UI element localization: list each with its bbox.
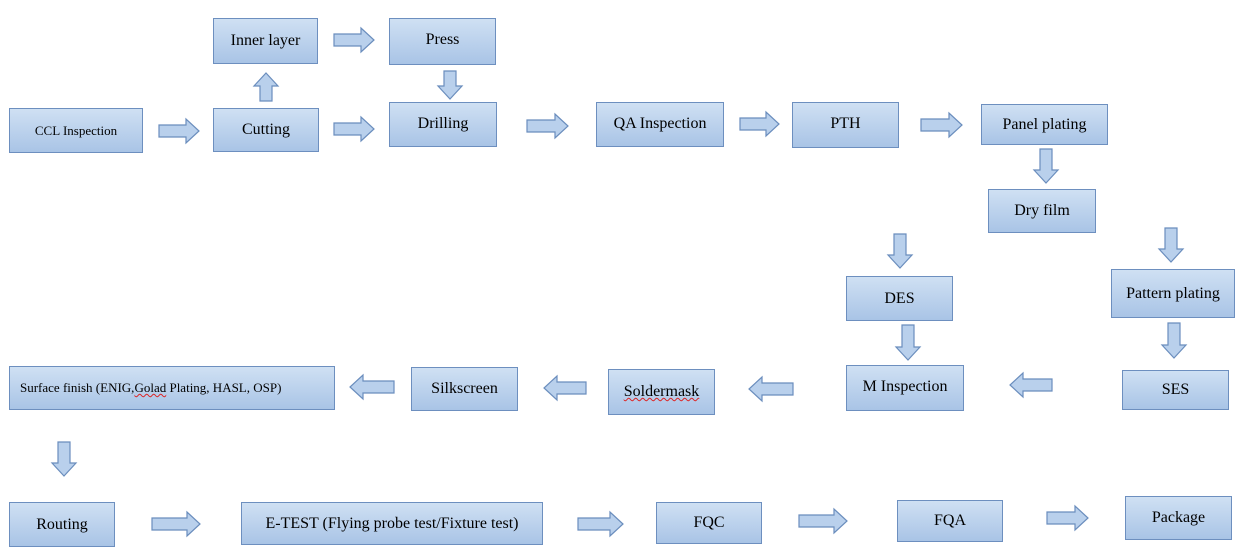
spellcheck-flag: Golad <box>134 380 167 395</box>
arrow-m-inspection-to-soldermask <box>748 375 794 403</box>
arrow-soldermask-to-silkscreen <box>543 374 587 402</box>
node-silkscreen: Silkscreen <box>411 367 518 411</box>
arrow-to-des <box>886 233 914 269</box>
node-package: Package <box>1125 496 1232 540</box>
arrow-drilling-to-qa-inspection <box>526 112 569 140</box>
node-surface-finish: Surface finish (ENIG,Golad Plating, HASL… <box>9 366 335 410</box>
node-ccl-inspection: CCL Inspection <box>9 108 143 153</box>
arrow-inner-layer-to-press <box>333 26 375 54</box>
node-press: Press <box>389 18 496 65</box>
arrow-cutting-to-drilling <box>333 115 375 143</box>
node-m-inspection: M Inspection <box>846 365 964 411</box>
node-qa-inspection: QA Inspection <box>596 102 724 147</box>
arrow-ccl-to-cutting <box>158 117 200 145</box>
node-fqa: FQA <box>897 500 1003 542</box>
surface-finish-text: Surface finish (ENIG,Golad Plating, HASL… <box>20 380 282 395</box>
arrow-qa-inspection-to-pth <box>739 110 780 138</box>
arrow-cutting-to-inner-layer <box>252 72 280 102</box>
arrow-surface-finish-to-routing <box>50 441 78 477</box>
arrow-fqc-to-fqa <box>798 507 848 535</box>
node-pth: PTH <box>792 102 899 148</box>
arrow-panel-plating-to-dry-film <box>1032 148 1060 184</box>
arrow-pattern-plating-to-ses <box>1160 322 1188 359</box>
arrow-silkscreen-to-surface-finish <box>349 373 395 401</box>
arrow-routing-to-e-test <box>151 510 201 538</box>
node-routing: Routing <box>9 502 115 547</box>
node-panel-plating: Panel plating <box>981 104 1108 145</box>
node-drilling: Drilling <box>389 102 497 147</box>
node-pattern-plating: Pattern plating <box>1111 269 1235 318</box>
arrow-ses-to-m-inspection <box>1009 371 1053 399</box>
node-e-test: E-TEST (Flying probe test/Fixture test) <box>241 502 543 545</box>
arrow-des-to-m-inspection <box>894 324 922 361</box>
arrow-press-to-drilling <box>436 70 464 100</box>
node-cutting: Cutting <box>213 108 319 152</box>
arrow-pth-to-panel-plating <box>920 111 963 139</box>
node-ses: SES <box>1122 370 1229 410</box>
node-inner-layer: Inner layer <box>213 18 318 64</box>
node-dry-film: Dry film <box>988 189 1096 233</box>
arrow-fqa-to-package <box>1046 504 1089 532</box>
arrow-to-pattern-plating <box>1157 227 1185 263</box>
node-soldermask: Soldermask <box>608 369 715 415</box>
node-des: DES <box>846 276 953 321</box>
node-fqc: FQC <box>656 502 762 544</box>
arrow-e-test-to-fqc <box>577 510 624 538</box>
